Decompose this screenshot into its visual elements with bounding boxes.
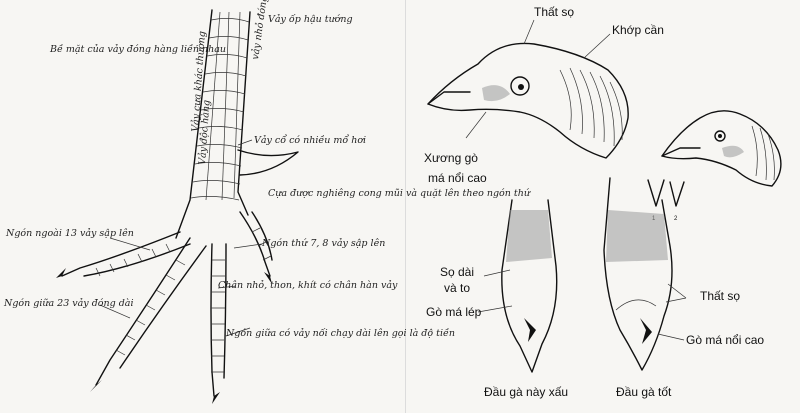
inner-toe bbox=[210, 243, 227, 397]
note-rear-scales: Vảy ốp hậu tướng bbox=[268, 14, 353, 25]
claw-inner bbox=[212, 392, 220, 404]
note-neck-scales: Vảy cổ có nhiều mổ hơi bbox=[254, 134, 366, 146]
beak-number-2: 2 bbox=[674, 216, 678, 222]
spur bbox=[237, 149, 299, 176]
head-top-view-good bbox=[603, 177, 673, 371]
claw-outer bbox=[56, 268, 66, 278]
note-foot-shape: Chân nhỏ, thon, khít có chân hàn vảy bbox=[218, 280, 398, 291]
label-khop-can: Khớp cần bbox=[612, 23, 664, 37]
chicken-leg-drawing bbox=[56, 9, 299, 404]
shank-scales bbox=[190, 11, 250, 201]
cheek-shading bbox=[482, 85, 510, 102]
outer-toe bbox=[61, 231, 191, 277]
back-toe bbox=[239, 211, 273, 277]
caption-good-head: Đầu gà tốt bbox=[616, 385, 672, 399]
claw-back bbox=[264, 272, 272, 284]
note-single-row: Vảy độc hàng bbox=[197, 100, 213, 166]
rooster-head-main bbox=[427, 42, 629, 159]
label-ma-noi-cao: má nổi cao bbox=[428, 171, 487, 185]
note-outer-toe: Ngón ngoài 13 vảy sập lên bbox=[5, 228, 134, 239]
neck-hackles bbox=[559, 67, 623, 147]
note-spur-shape: Cựa được nghiêng cong mũi và quặt lên th… bbox=[268, 188, 531, 199]
claw-middle bbox=[90, 380, 102, 392]
note-inner-toe-scales: Ngón giữa có vảy nối chạy dài lên gọi là… bbox=[225, 328, 455, 339]
note-small-scales: vảy nhỏ đóng ngay hàng thẳng bbox=[249, 0, 282, 60]
note-middle-toe: Ngón giữa 23 vảy đóng dài bbox=[3, 298, 134, 309]
label-that-so-top: Thất sọ bbox=[534, 5, 574, 19]
caption-bad-head: Đầu gà này xấu bbox=[484, 385, 568, 399]
middle-toe bbox=[95, 237, 207, 386]
label-va-to: và to bbox=[444, 281, 470, 295]
note-back-toe: Ngón thứ 7, 8 vảy sập lên bbox=[261, 238, 385, 249]
panel-divider bbox=[405, 0, 406, 413]
label-that-so-right: Thất sọ bbox=[700, 289, 740, 303]
rooster-head-small: 1 2 bbox=[647, 110, 782, 222]
note-surface-scales: Bề mặt của vảy đóng hàng liền nhau bbox=[49, 44, 226, 55]
label-xuong-go: Xương gò bbox=[424, 151, 478, 165]
label-so-dai: Sọ dài bbox=[440, 265, 474, 279]
leader-lines-right bbox=[465, 19, 687, 341]
head-top-view-bad bbox=[501, 199, 558, 373]
label-go-ma-noi-cao: Gò má nổi cao bbox=[686, 333, 764, 347]
label-go-ma-lep: Gò má lép bbox=[426, 305, 482, 319]
